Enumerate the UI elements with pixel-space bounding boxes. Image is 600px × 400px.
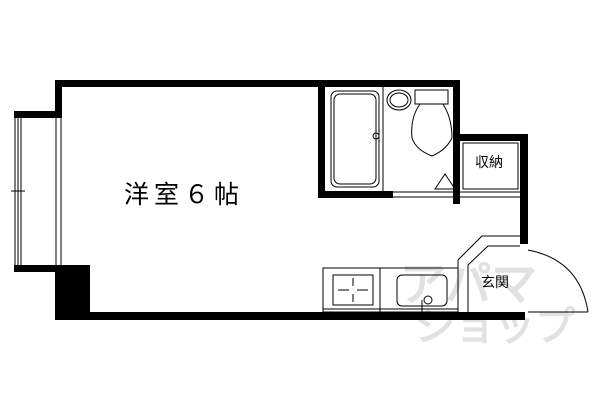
toilet-icon [386, 89, 456, 190]
bathtub-icon [330, 90, 380, 188]
walls [55, 80, 528, 320]
kitchen-counter [322, 267, 459, 313]
entrance-step [457, 235, 520, 312]
svg-text:ショップ: ショップ [415, 304, 575, 350]
room-label-entrance: 玄関 [481, 275, 509, 291]
room-label-main: 洋室６帖 [124, 180, 245, 209]
sink-icon [396, 274, 448, 312]
svg-text:アパマ: アパマ [400, 257, 537, 311]
balcony-window [11, 111, 62, 272]
stove-icon [332, 274, 374, 306]
room-label-storage: 収納 [475, 155, 503, 171]
storage-box [462, 142, 519, 190]
door-swing-icon [527, 249, 589, 313]
